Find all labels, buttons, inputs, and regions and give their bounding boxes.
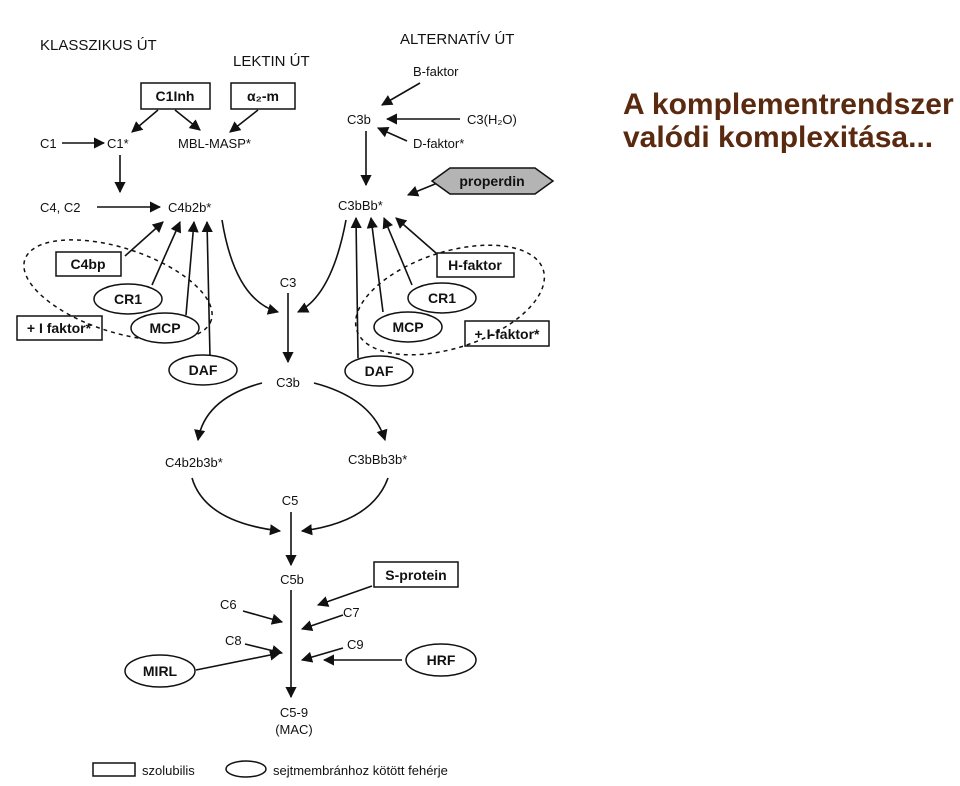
- node-c5b: C5b: [280, 572, 304, 587]
- cr1-right-label: CR1: [428, 290, 456, 306]
- arrow-c9: [300, 647, 344, 663]
- properdin-label: properdin: [459, 173, 524, 189]
- node-mbl-masp: MBL-MASP*: [178, 136, 251, 151]
- arrow-mcp-c3bbb: [366, 216, 384, 313]
- headline: A komplementrendszer valódi komplexitása…: [623, 88, 958, 154]
- b-factor-label: B-faktor: [413, 64, 459, 79]
- alpha2m-label: α₂-m: [247, 88, 279, 104]
- node-c9: C9: [347, 637, 364, 652]
- arrow-c1inh-mbl: [174, 109, 201, 131]
- node-c3bbb3b: C3bBb3b*: [348, 452, 407, 467]
- mcp-left-ellipse: [130, 312, 200, 344]
- headline-line-1: A komplementrendszer: [623, 88, 954, 121]
- arrow-cr1-c4b2b: [151, 220, 182, 286]
- arrow-c3b-c3bbb3b: [313, 382, 388, 442]
- legend-soluble-label: szolubilis: [142, 763, 195, 778]
- cr1-left-ellipse: [93, 283, 163, 315]
- arrows: [62, 82, 460, 699]
- daf-right-label: DAF: [365, 363, 394, 379]
- arrow-c3b-c4b2b3b: [194, 382, 263, 442]
- arrow-c7: [300, 614, 344, 632]
- right-inhibitor-group: [354, 244, 546, 356]
- node-c6: C6: [220, 597, 237, 612]
- arrow-dfaktor-c3b: [376, 127, 408, 142]
- legend-soluble-swatch: [92, 762, 136, 777]
- h-factor-label: H-faktor: [448, 257, 502, 273]
- node-c5-9: C5-9: [280, 705, 308, 720]
- left-inhibitor-group: [23, 239, 213, 341]
- alpha2m-box: [230, 82, 296, 110]
- arrow-c6: [242, 610, 284, 625]
- c4bp-box: [55, 251, 122, 277]
- node-c4b2b: C4b2b*: [168, 200, 211, 215]
- title-lectin-path: LEKTIN ÚT: [233, 53, 310, 70]
- node-c8: C8: [225, 633, 242, 648]
- arrow-c3bbb-c3: [296, 219, 347, 313]
- d-factor-label: D-faktor*: [413, 136, 464, 151]
- hrf-ellipse: [405, 643, 477, 677]
- c1inh-box: [140, 82, 211, 110]
- arrow-sprotein: [316, 585, 373, 607]
- legend-membrane-swatch: [225, 760, 267, 778]
- mirl-ellipse: [124, 654, 196, 688]
- c4bp-label: C4bp: [71, 256, 106, 272]
- node-c5: C5: [282, 493, 299, 508]
- arrow-daf-c4b2b: [201, 220, 213, 358]
- node-c3bbb: C3bBb*: [338, 198, 383, 213]
- mirl-label: MIRL: [143, 663, 178, 679]
- node-c1: C1: [40, 136, 57, 151]
- node-c3b-top: C3b: [347, 112, 371, 127]
- i-factor-right-box: [464, 320, 550, 347]
- daf-right-ellipse: [344, 355, 414, 387]
- node-c3b-mid: C3b: [276, 375, 300, 390]
- arrow-mirl: [195, 649, 282, 671]
- title-alternative-path: ALTERNATÍV ÚT: [400, 31, 514, 48]
- daf-left-ellipse: [168, 354, 238, 386]
- mcp-right-label: MCP: [392, 319, 423, 335]
- arrow-c4bp-c4b2b: [124, 221, 164, 257]
- membrane-ellipses: [93, 282, 477, 688]
- title-classical-path: KLASSZIKUS ÚT: [40, 37, 157, 54]
- arrow-alpha2m-mbl: [229, 109, 259, 133]
- arrow-cr1-c3bbb: [382, 216, 413, 286]
- arrow-daf-c3bbb: [350, 216, 362, 359]
- s-protein-label: S-protein: [385, 567, 446, 583]
- properdin-shape: [430, 167, 555, 195]
- node-c7: C7: [343, 605, 360, 620]
- mcp-left-label: MCP: [149, 320, 180, 336]
- hrf-label: HRF: [427, 652, 456, 668]
- cr1-left-label: CR1: [114, 291, 142, 307]
- node-c1-star: C1*: [107, 136, 129, 151]
- node-mac: (MAC): [275, 722, 313, 737]
- arrow-bfaktor-c3b: [381, 82, 421, 106]
- complement-pathway-diagram: KLASSZIKUS ÚT LEKTIN ÚT ALTERNATÍV ÚT C1…: [16, 31, 555, 778]
- arrow-c1inh-c1star: [131, 109, 159, 133]
- arrow-c3bbb3b-c5: [300, 477, 389, 536]
- node-c3h2o: C3(H₂O): [467, 112, 517, 127]
- arrow-c8: [244, 643, 284, 657]
- daf-left-label: DAF: [189, 362, 218, 378]
- arrow-properdin-c3bbb: [406, 181, 441, 197]
- legend-membrane-label: sejtmembránhoz kötött fehérje: [273, 763, 448, 778]
- i-factor-left-box: [16, 315, 103, 341]
- i-factor-right-label: + I-faktor*: [475, 326, 541, 342]
- arrow-c4b2b3b-c5: [191, 477, 282, 536]
- node-c3: C3: [280, 275, 297, 290]
- arrow-hfaktor-c3bbb: [395, 217, 437, 254]
- mcp-right-ellipse: [373, 311, 443, 343]
- h-factor-box: [436, 252, 515, 278]
- i-factor-left-label: + I faktor*: [27, 320, 92, 336]
- arrow-c4b2b-c3: [221, 219, 280, 315]
- c1inh-label: C1Inh: [156, 88, 195, 104]
- node-c4-c2: C4, C2: [40, 200, 80, 215]
- cr1-right-ellipse: [407, 282, 477, 314]
- arrow-mcp-c4b2b: [185, 220, 199, 316]
- s-protein-box: [373, 561, 459, 588]
- headline-line-2: valódi komplexitása...: [623, 121, 934, 154]
- soluble-boxes: [16, 82, 550, 588]
- node-c4b2b3b: C4b2b3b*: [165, 455, 223, 470]
